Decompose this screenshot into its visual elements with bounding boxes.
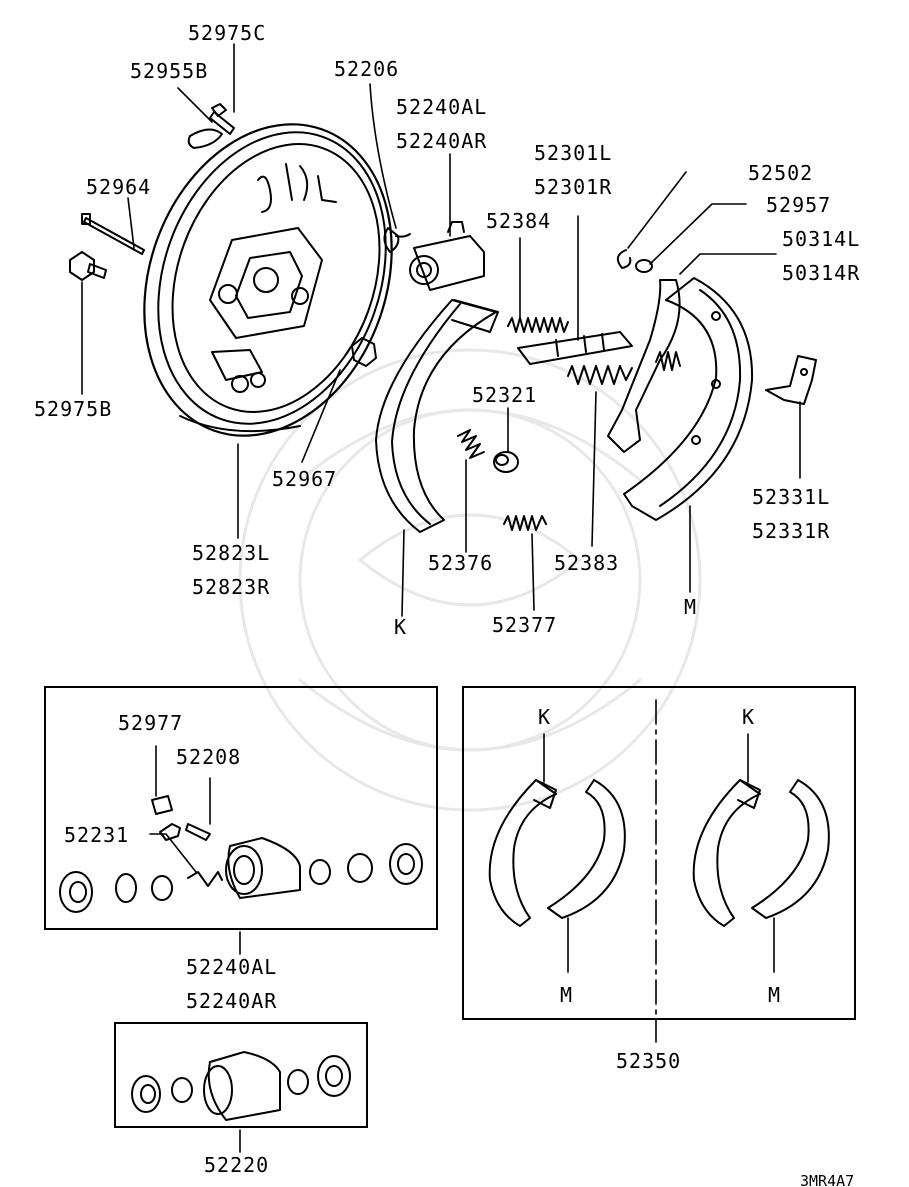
label-52331l: 52331L: [752, 485, 831, 509]
wheel-cylinder-top: [409, 221, 485, 291]
label-m-kit-right: M: [768, 983, 782, 1007]
label-52240al-bottom: 52240AL: [186, 955, 278, 979]
label-52301l: 52301L: [534, 141, 613, 165]
label-52957: 52957: [766, 193, 832, 217]
wheel-cylinder-kit-box: [44, 686, 438, 930]
label-52383: 52383: [554, 551, 620, 575]
brake-shoe-k: [375, 299, 499, 533]
label-52220: 52220: [204, 1153, 270, 1177]
strut-52301: [517, 331, 633, 365]
flange-bolt-52975b: [69, 251, 107, 281]
parking-lever-50314: [607, 279, 681, 453]
label-52977: 52977: [118, 711, 184, 735]
kit-leader-lines: [149, 745, 241, 955]
label-m-shoe: M: [684, 595, 698, 619]
nut-52967: [351, 337, 377, 367]
label-52208: 52208: [176, 745, 242, 769]
watermark-emblem: [238, 348, 702, 812]
label-52206: 52206: [334, 57, 400, 81]
label-52384: 52384: [486, 209, 552, 233]
label-k-kit-right: K: [742, 705, 756, 729]
label-52975c: 52975C: [188, 21, 267, 45]
brake-shoe-m: [623, 277, 754, 521]
washer-52957: [635, 259, 653, 273]
long-bolt-52964: [81, 213, 145, 255]
diagram-reference-code: 3MR4A7: [800, 1172, 855, 1187]
label-52823r: 52823R: [192, 575, 271, 599]
spring-52377: [503, 515, 547, 531]
label-52967: 52967: [272, 467, 338, 491]
label-52321: 52321: [472, 383, 538, 407]
label-52376: 52376: [428, 551, 494, 575]
cup-52321: [493, 451, 519, 473]
clip-52206: [383, 227, 411, 253]
c-clip-52502: [616, 249, 632, 269]
stud-bolt-52975c: [209, 103, 235, 135]
label-k-kit-left: K: [538, 705, 552, 729]
spring-52383: [567, 351, 681, 385]
leader-lines: [81, 43, 801, 617]
spring-52384: [507, 317, 569, 333]
adjuster-lever-52331: [765, 355, 817, 405]
label-52823l: 52823L: [192, 541, 271, 565]
label-52240ar-top: 52240AR: [396, 129, 488, 153]
label-52350: 52350: [616, 1049, 682, 1073]
spring-52376: [457, 429, 485, 459]
wheel-cylinder-52220-parts: [131, 1051, 351, 1153]
shoe-kit-52350-parts: [488, 699, 830, 1043]
label-52975b: 52975B: [34, 397, 113, 421]
wheel-cylinder-box: [114, 1022, 368, 1128]
lock-plate-52955b: [187, 128, 223, 149]
label-k-shoe: K: [394, 615, 408, 639]
label-52231: 52231: [64, 823, 130, 847]
shoe-kit-box: [462, 686, 856, 1020]
label-50314r: 50314R: [782, 261, 861, 285]
label-50314l: 50314L: [782, 227, 861, 251]
label-52377: 52377: [492, 613, 558, 637]
label-52301r: 52301R: [534, 175, 613, 199]
label-52955b: 52955B: [130, 59, 209, 83]
label-52502: 52502: [748, 161, 814, 185]
wheel-cylinder-kit-parts: [59, 795, 423, 913]
label-52240al-top: 52240AL: [396, 95, 488, 119]
backing-plate: [143, 123, 393, 437]
label-52964: 52964: [86, 175, 152, 199]
label-52240ar-bottom: 52240AR: [186, 989, 278, 1013]
label-52331r: 52331R: [752, 519, 831, 543]
label-m-kit-left: M: [560, 983, 574, 1007]
